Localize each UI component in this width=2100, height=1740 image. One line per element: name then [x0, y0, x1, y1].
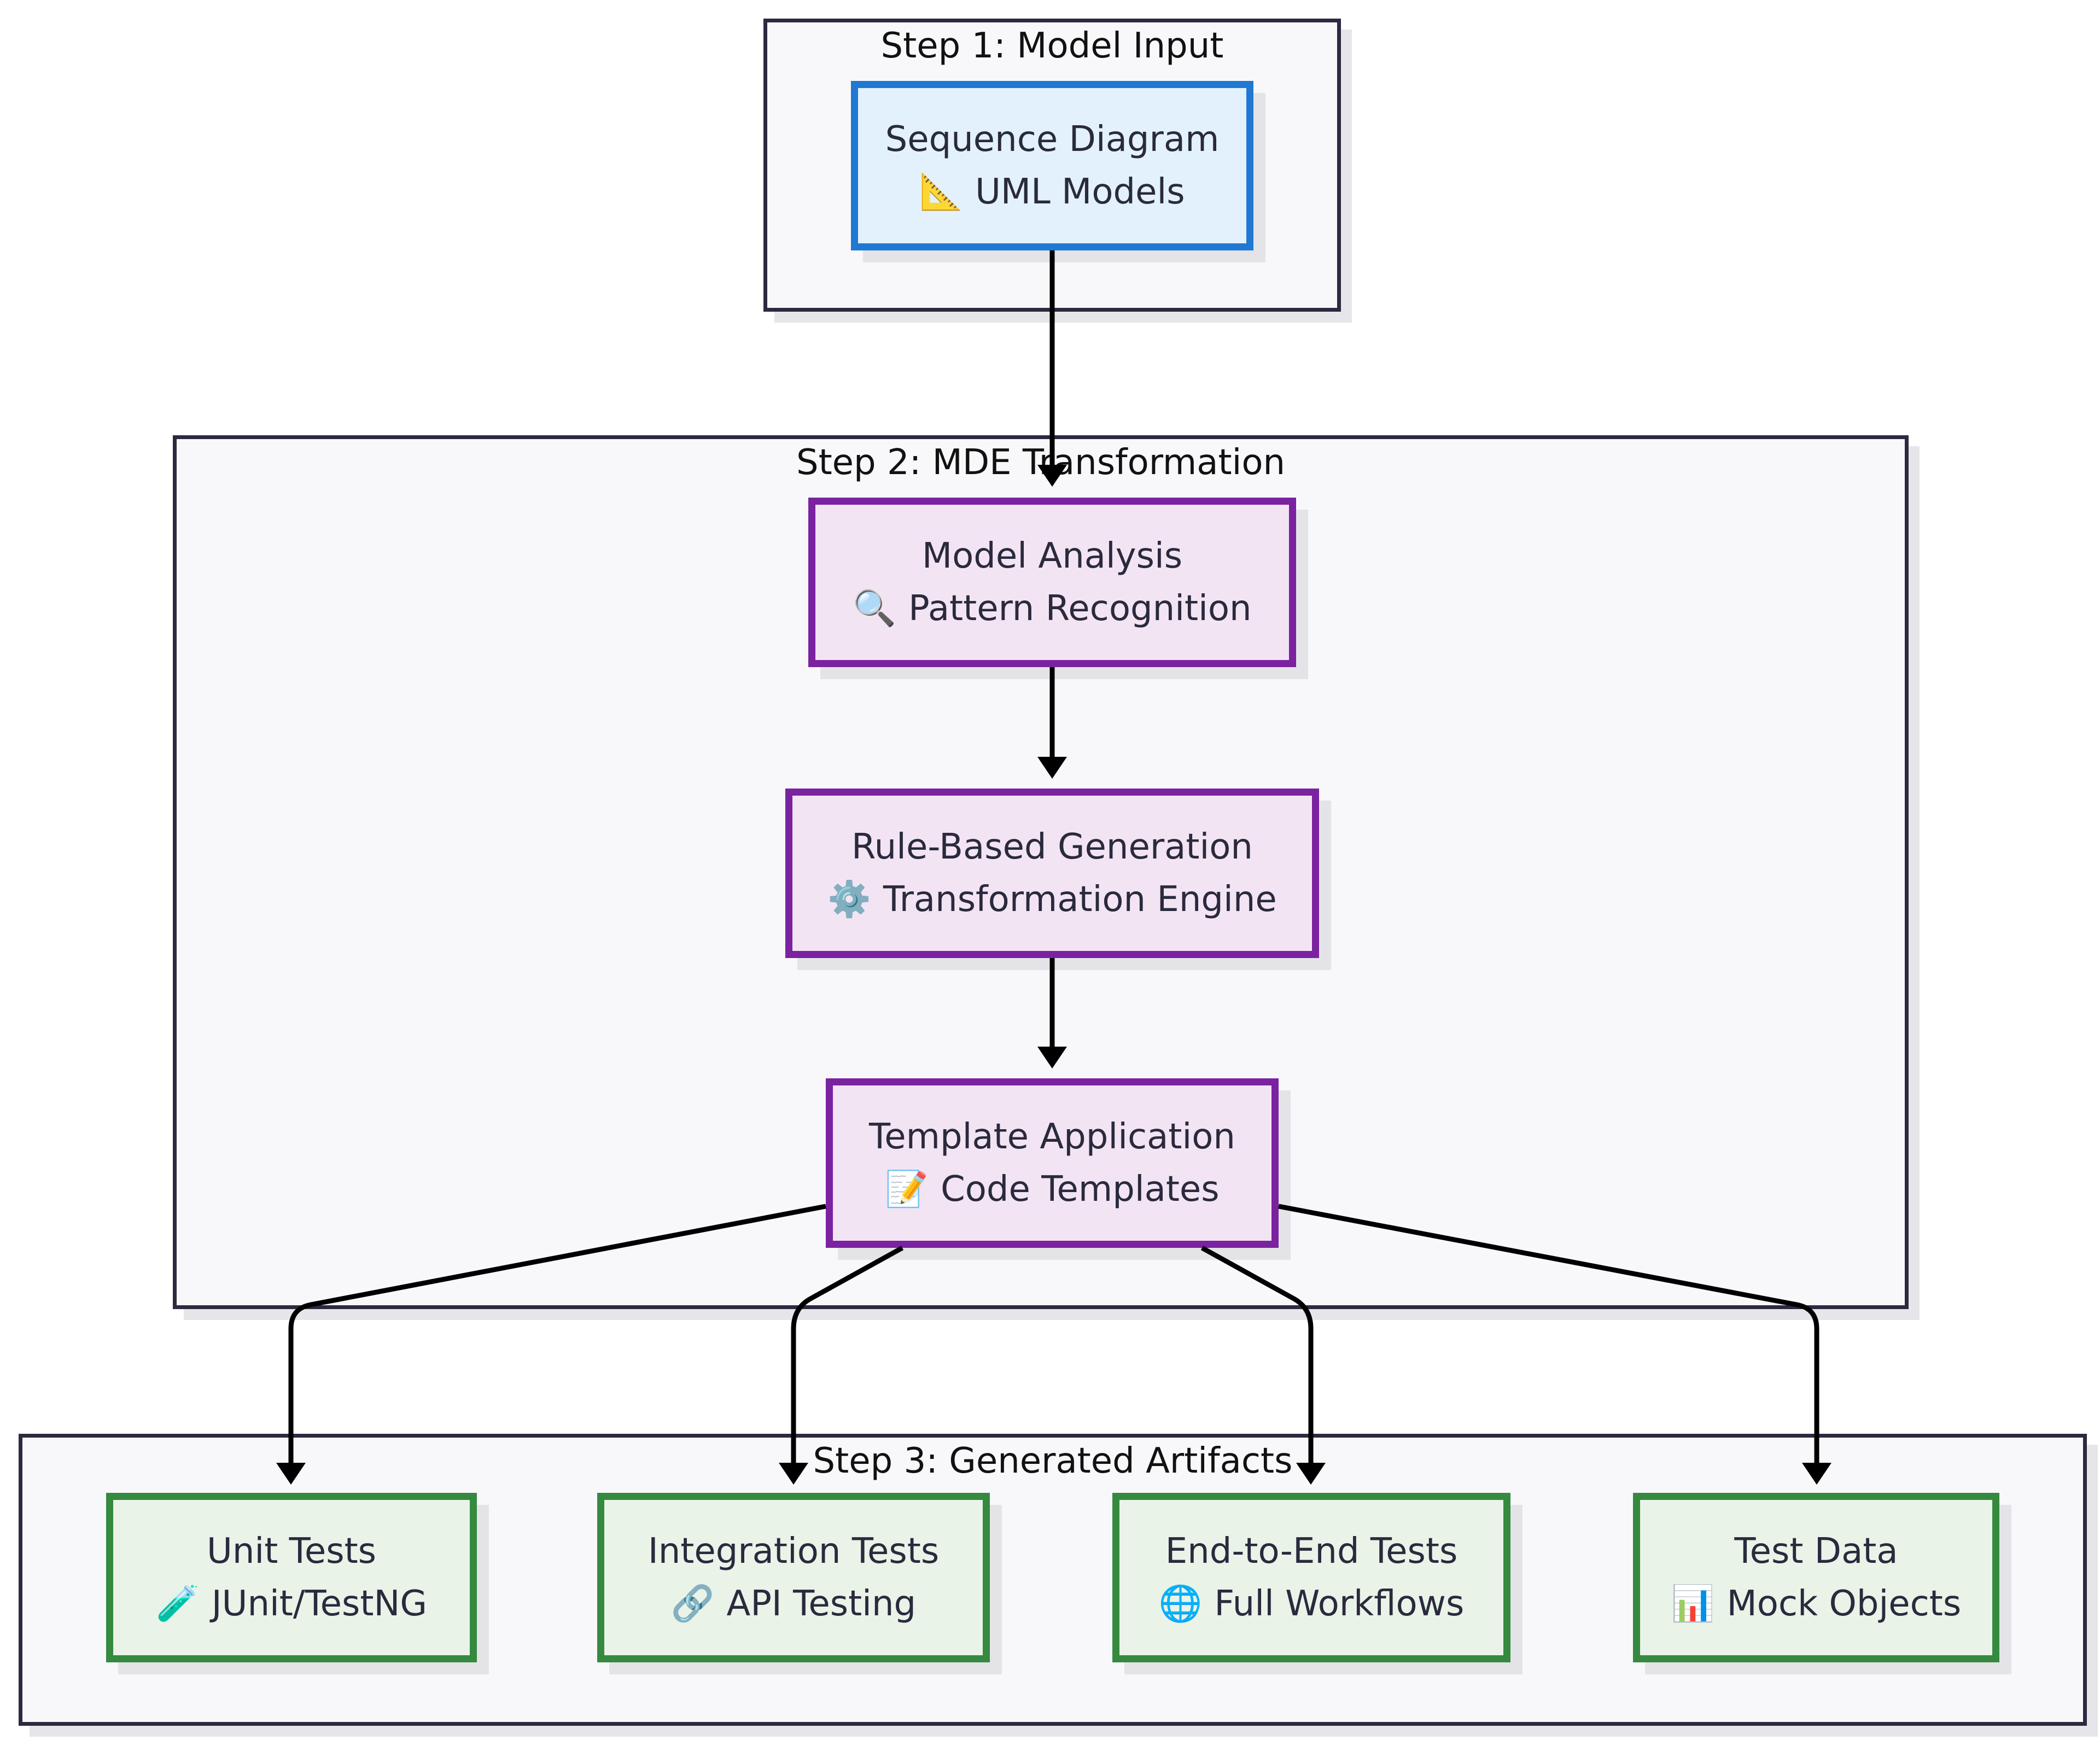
node-test-data[interactable]: Test Data 📊 Mock Objects — [1633, 1493, 1999, 1662]
node-title: Test Data — [1734, 1531, 1898, 1572]
node-sequence-diagram[interactable]: Sequence Diagram 📐 UML Models — [851, 81, 1253, 250]
bar-chart-icon: 📊 — [1671, 1584, 1715, 1624]
node-title: Model Analysis — [921, 536, 1183, 576]
node-subtitle: Mock Objects — [1726, 1584, 1962, 1624]
node-subtitle: Pattern Recognition — [908, 588, 1252, 629]
node-title: Integration Tests — [648, 1531, 940, 1572]
cluster-title-generated-artifacts: Step 3: Generated Artifacts — [813, 1441, 1293, 1481]
memo-icon: 📝 — [885, 1169, 929, 1210]
node-title: Rule-Based Generation — [851, 827, 1253, 867]
node-title: End-to-End Tests — [1165, 1531, 1458, 1572]
node-template-application[interactable]: Template Application 📝 Code Templates — [826, 1078, 1279, 1248]
magnifying-glass-icon: 🔍 — [853, 588, 897, 629]
node-subtitle: UML Models — [975, 172, 1185, 212]
node-rule-based-generation[interactable]: Rule-Based Generation ⚙️ Transformation … — [785, 789, 1319, 958]
triangular-ruler-icon: 📐 — [919, 172, 964, 212]
node-unit-tests[interactable]: Unit Tests 🧪 JUnit/TestNG — [106, 1493, 477, 1662]
node-subtitle: Full Workflows — [1214, 1584, 1465, 1624]
node-integration-tests[interactable]: Integration Tests 🔗 API Testing — [597, 1493, 990, 1662]
cluster-title-mde-transformation: Step 2: MDE Transformation — [796, 442, 1286, 483]
gear-icon: ⚙️ — [827, 879, 871, 920]
test-tube-icon: 🧪 — [156, 1584, 200, 1624]
node-subtitle: API Testing — [726, 1584, 917, 1624]
node-subtitle: Transformation Engine — [883, 879, 1277, 920]
globe-icon: 🌐 — [1158, 1584, 1203, 1624]
link-icon: 🔗 — [670, 1584, 715, 1624]
node-end-to-end-tests[interactable]: End-to-End Tests 🌐 Full Workflows — [1112, 1493, 1510, 1662]
node-title: Sequence Diagram — [885, 119, 1220, 160]
node-subtitle: JUnit/TestNG — [211, 1584, 427, 1624]
node-title: Template Application — [869, 1117, 1235, 1157]
node-subtitle: Code Templates — [941, 1169, 1220, 1210]
cluster-title-model-input: Step 1: Model Input — [880, 26, 1224, 66]
node-title: Unit Tests — [207, 1531, 376, 1572]
node-model-analysis[interactable]: Model Analysis 🔍 Pattern Recognition — [808, 498, 1296, 667]
